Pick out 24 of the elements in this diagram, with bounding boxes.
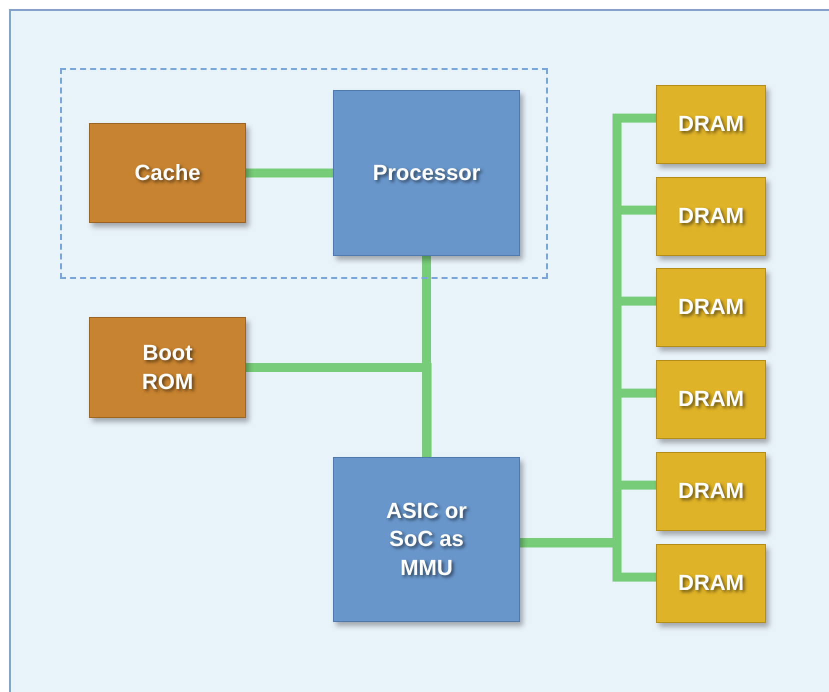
memory-chip-block <box>656 85 766 164</box>
block-label: Processor <box>372 158 480 187</box>
memory-chip-block <box>656 544 766 623</box>
dashed-group-outline <box>60 68 548 279</box>
block-label: DRAM <box>678 293 744 322</box>
block-label: DRAM <box>678 385 744 414</box>
block-label: ASIC or SoC as MMU <box>385 496 468 582</box>
memory-chip-block <box>656 268 766 347</box>
block-label: DRAM <box>678 110 744 138</box>
memory-chip-block <box>656 452 766 531</box>
block-label: DRAM <box>678 202 744 230</box>
connector-line <box>246 168 333 178</box>
block-label: Cache <box>134 158 201 187</box>
memory-block <box>89 317 246 418</box>
chip-block <box>333 90 520 256</box>
connector-line <box>422 256 431 457</box>
block-label: DRAM <box>678 569 744 598</box>
block-label: Boot ROM <box>140 338 194 396</box>
memory-chip-block <box>656 360 766 439</box>
memory-chip-block <box>656 177 766 256</box>
connector-line <box>246 363 432 457</box>
block-label: DRAM <box>678 477 744 506</box>
chip-block <box>333 457 520 622</box>
memory-block <box>89 123 246 223</box>
